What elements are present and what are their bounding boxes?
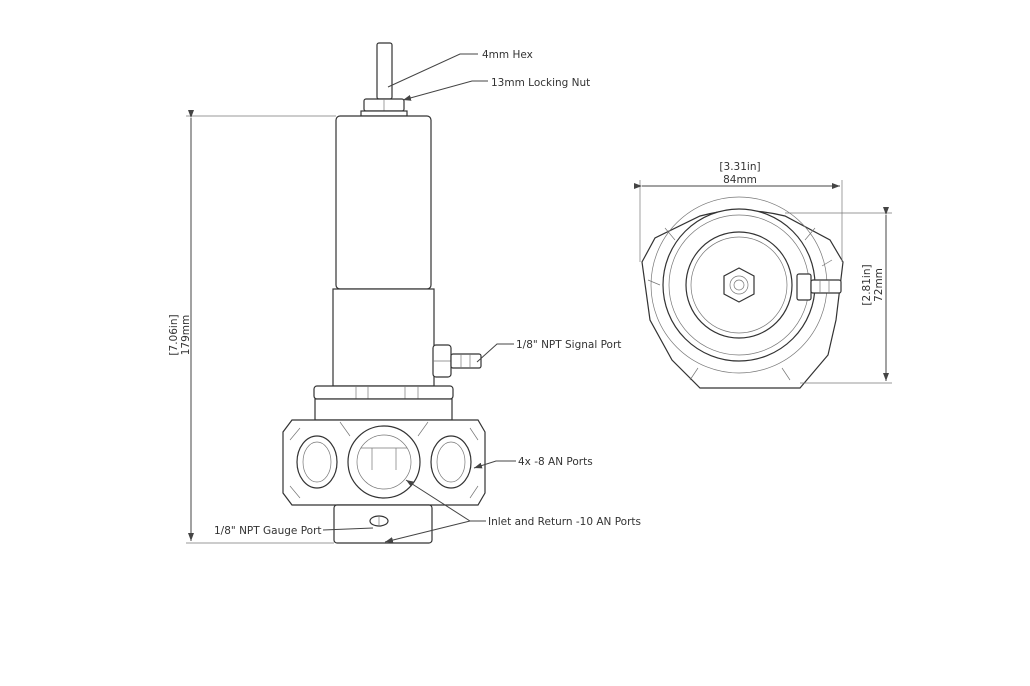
front-callouts: 4mm Hex 13mm Locking Nut 1/8" NPT Signal… (214, 49, 641, 543)
lock-ring (313, 385, 454, 400)
height-mm: 179mm (180, 315, 192, 356)
top-view (641, 196, 844, 389)
inlet-port (347, 425, 421, 499)
depth-dimension: [2.81in] 72mm (785, 207, 892, 384)
upper-body (335, 115, 432, 290)
callout-hex: 4mm Hex (482, 49, 533, 61)
hex-shaft (376, 42, 393, 100)
lower-body (332, 288, 435, 387)
height-dimension: [7.06in] 179mm (168, 110, 336, 544)
top-nut (723, 267, 755, 303)
front-view (282, 42, 486, 544)
an-port-right (430, 435, 472, 489)
callout-gauge-port: 1/8" NPT Gauge Port (214, 525, 322, 537)
callout-signal-port: 1/8" NPT Signal Port (516, 339, 621, 351)
collar (314, 398, 453, 421)
signal-port-fitting (432, 344, 482, 378)
width-dimension: [3.31in] 84mm (634, 161, 843, 262)
top-signal-fitting (796, 273, 842, 301)
callout-nut: 13mm Locking Nut (491, 77, 590, 89)
depth-mm: 72mm (873, 268, 885, 302)
depth-inches: [2.81in] (861, 264, 873, 305)
nut-washer (360, 110, 408, 117)
width-mm: 84mm (723, 174, 757, 186)
width-inches: [3.31in] (719, 161, 760, 173)
height-inches: [7.06in] (168, 314, 180, 355)
an-port-left (296, 435, 338, 489)
callout-inlet-return: Inlet and Return -10 AN Ports (488, 516, 641, 528)
callout-an-ports: 4x -8 AN Ports (518, 456, 593, 468)
